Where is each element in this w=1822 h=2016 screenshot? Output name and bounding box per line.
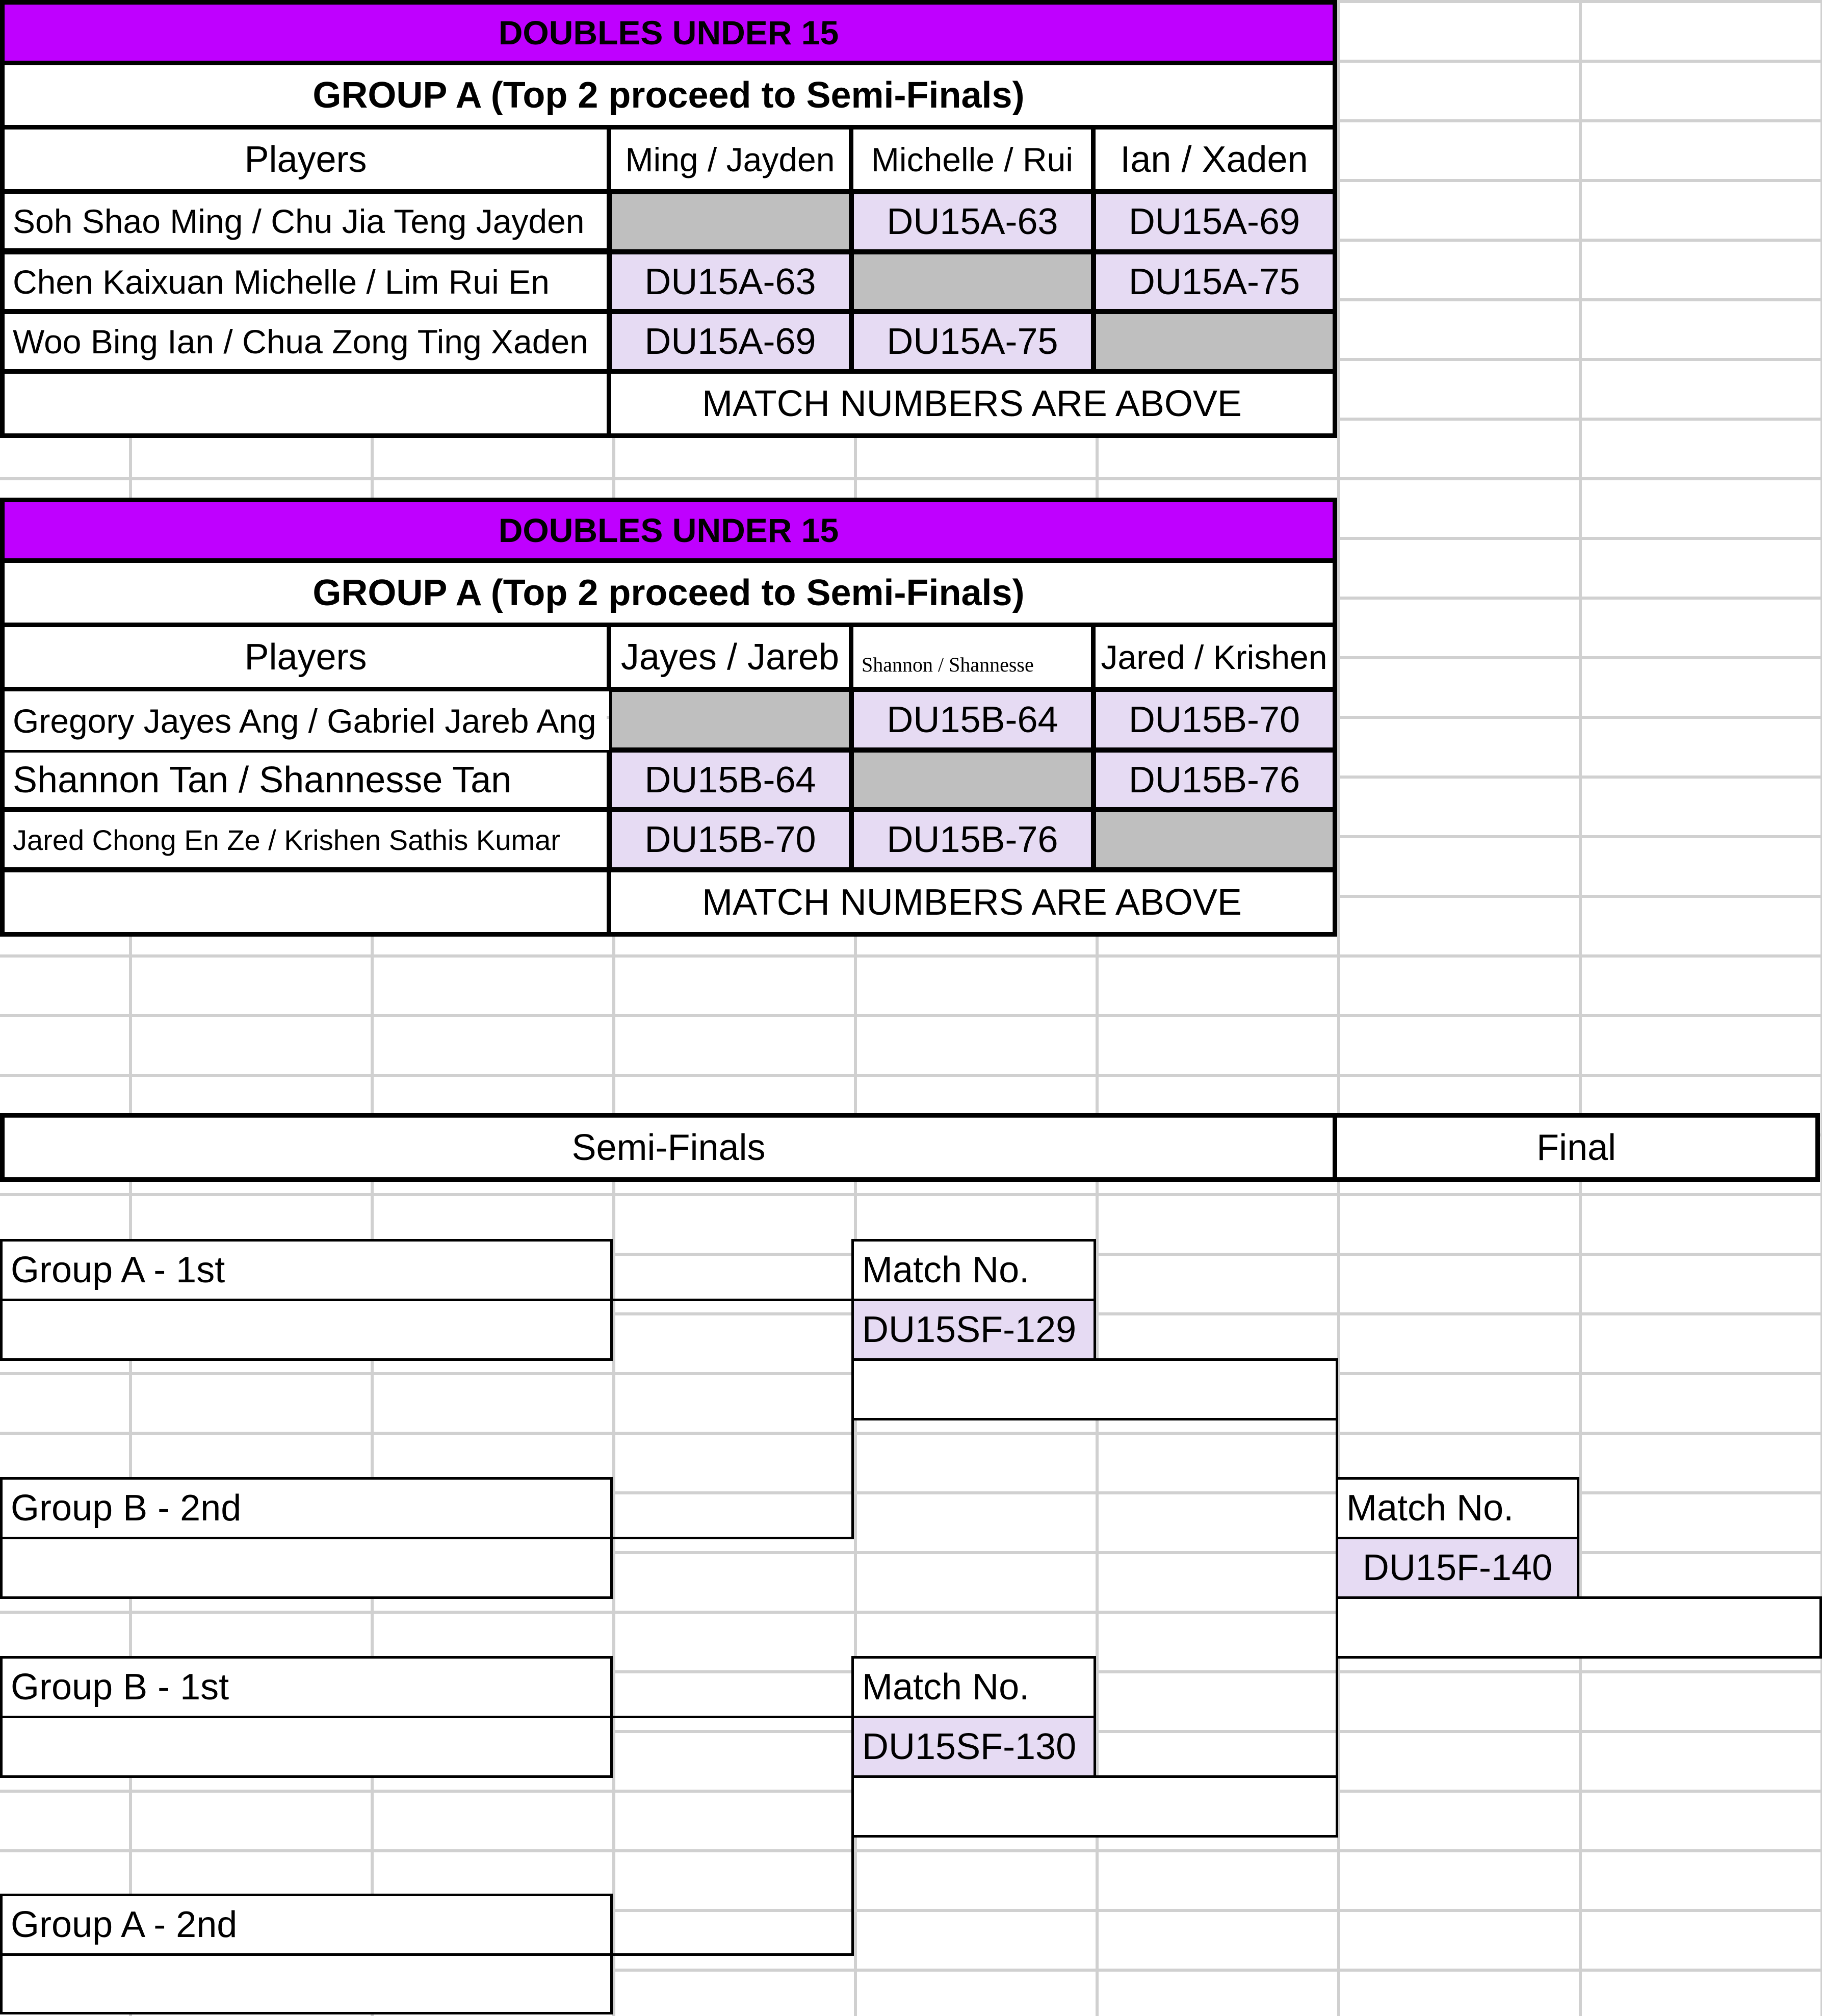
bracket-connector: [610, 1537, 854, 1539]
blocked-cell: [851, 750, 1094, 810]
blocked-cell: [851, 252, 1094, 312]
semi-winner-slot: [851, 1358, 1338, 1420]
bracket-connector: [610, 1299, 854, 1301]
player-row-label: Shannon Tan / Shannesse Tan: [2, 750, 609, 810]
match-cell: DU15A-69: [609, 312, 851, 372]
semi-finals-header: Semi-Finals: [0, 1113, 1337, 1182]
players-header: Players: [0, 125, 611, 194]
match-cell: DU15B-64: [609, 750, 851, 810]
player-row-label: Woo Bing Ian / Chua Zong Ting Xaden: [2, 312, 609, 372]
match-cell: DU15B-76: [851, 810, 1094, 870]
final-match-number: DU15F-140: [1336, 1537, 1579, 1599]
footer-blank-cell: [0, 868, 611, 937]
match-cell: DU15A-63: [851, 192, 1094, 252]
match-cell: DU15A-63: [609, 252, 851, 312]
table-subtitle: GROUP A (Top 2 proceed to Semi-Finals): [0, 558, 1337, 627]
match-cell: DU15B-70: [1094, 689, 1335, 750]
semi-winner-slot: [851, 1775, 1338, 1838]
seed-entry-slot: [0, 1537, 613, 1599]
seed-slot: Group A - 1st: [0, 1239, 613, 1301]
match-cell: DU15B-76: [1094, 750, 1335, 810]
column-header: Shannon / Shannesse: [849, 623, 1096, 691]
player-row-label: Jared Chong En Ze / Krishen Sathis Kumar: [2, 810, 609, 870]
blocked-cell: [609, 192, 851, 252]
table-subtitle: GROUP A (Top 2 proceed to Semi-Finals): [0, 61, 1337, 130]
bracket-connector: [610, 1953, 854, 1956]
bracket-connector: [610, 1716, 854, 1718]
seed-entry-slot: [0, 1716, 613, 1778]
match-label: Match No.: [851, 1239, 1096, 1301]
column-header: Michelle / Rui: [849, 125, 1096, 194]
final-header: Final: [1333, 1113, 1820, 1182]
semi-match-number: DU15SF-130: [851, 1716, 1096, 1778]
champion-slot: [1336, 1596, 1822, 1659]
match-label: Match No.: [1336, 1477, 1579, 1539]
match-cell: DU15B-64: [851, 689, 1094, 750]
table-footer: MATCH NUMBERS ARE ABOVE: [607, 369, 1337, 438]
player-row-label: Soh Shao Ming / Chu Jia Teng Jayden: [0, 189, 611, 253]
table-title: DOUBLES UNDER 15: [0, 0, 1337, 65]
blocked-cell: [609, 689, 851, 750]
match-cell: DU15A-69: [1094, 192, 1335, 252]
match-cell: DU15A-75: [851, 312, 1094, 372]
match-cell: DU15B-70: [609, 810, 851, 870]
seed-slot: Group B - 2nd: [0, 1477, 613, 1539]
semi-match-number: DU15SF-129: [851, 1299, 1096, 1361]
player-row-label: Gregory Jayes Ang / Gabriel Jareb Ang: [5, 691, 607, 750]
seed-entry-slot: [0, 1299, 613, 1361]
blocked-cell: [1094, 810, 1335, 870]
footer-blank-cell: [0, 369, 611, 438]
table-footer: MATCH NUMBERS ARE ABOVE: [607, 868, 1337, 937]
column-header: Ming / Jayden: [607, 125, 853, 194]
seed-slot: Group B - 1st: [0, 1656, 613, 1718]
match-cell: DU15A-75: [1094, 252, 1335, 312]
seed-slot: Group A - 2nd: [0, 1894, 613, 1956]
column-header: Ian / Xaden: [1091, 125, 1337, 194]
column-header: Jared / Krishen: [1091, 623, 1337, 691]
players-header: Players: [0, 623, 611, 691]
match-label: Match No.: [851, 1656, 1096, 1718]
blocked-cell: [1094, 312, 1335, 372]
seed-entry-slot: [0, 1953, 613, 2014]
column-header: Jayes / Jareb: [607, 623, 853, 691]
table-title: DOUBLES UNDER 15: [0, 498, 1337, 563]
player-row-label: Chen Kaixuan Michelle / Lim Rui En: [2, 252, 609, 312]
